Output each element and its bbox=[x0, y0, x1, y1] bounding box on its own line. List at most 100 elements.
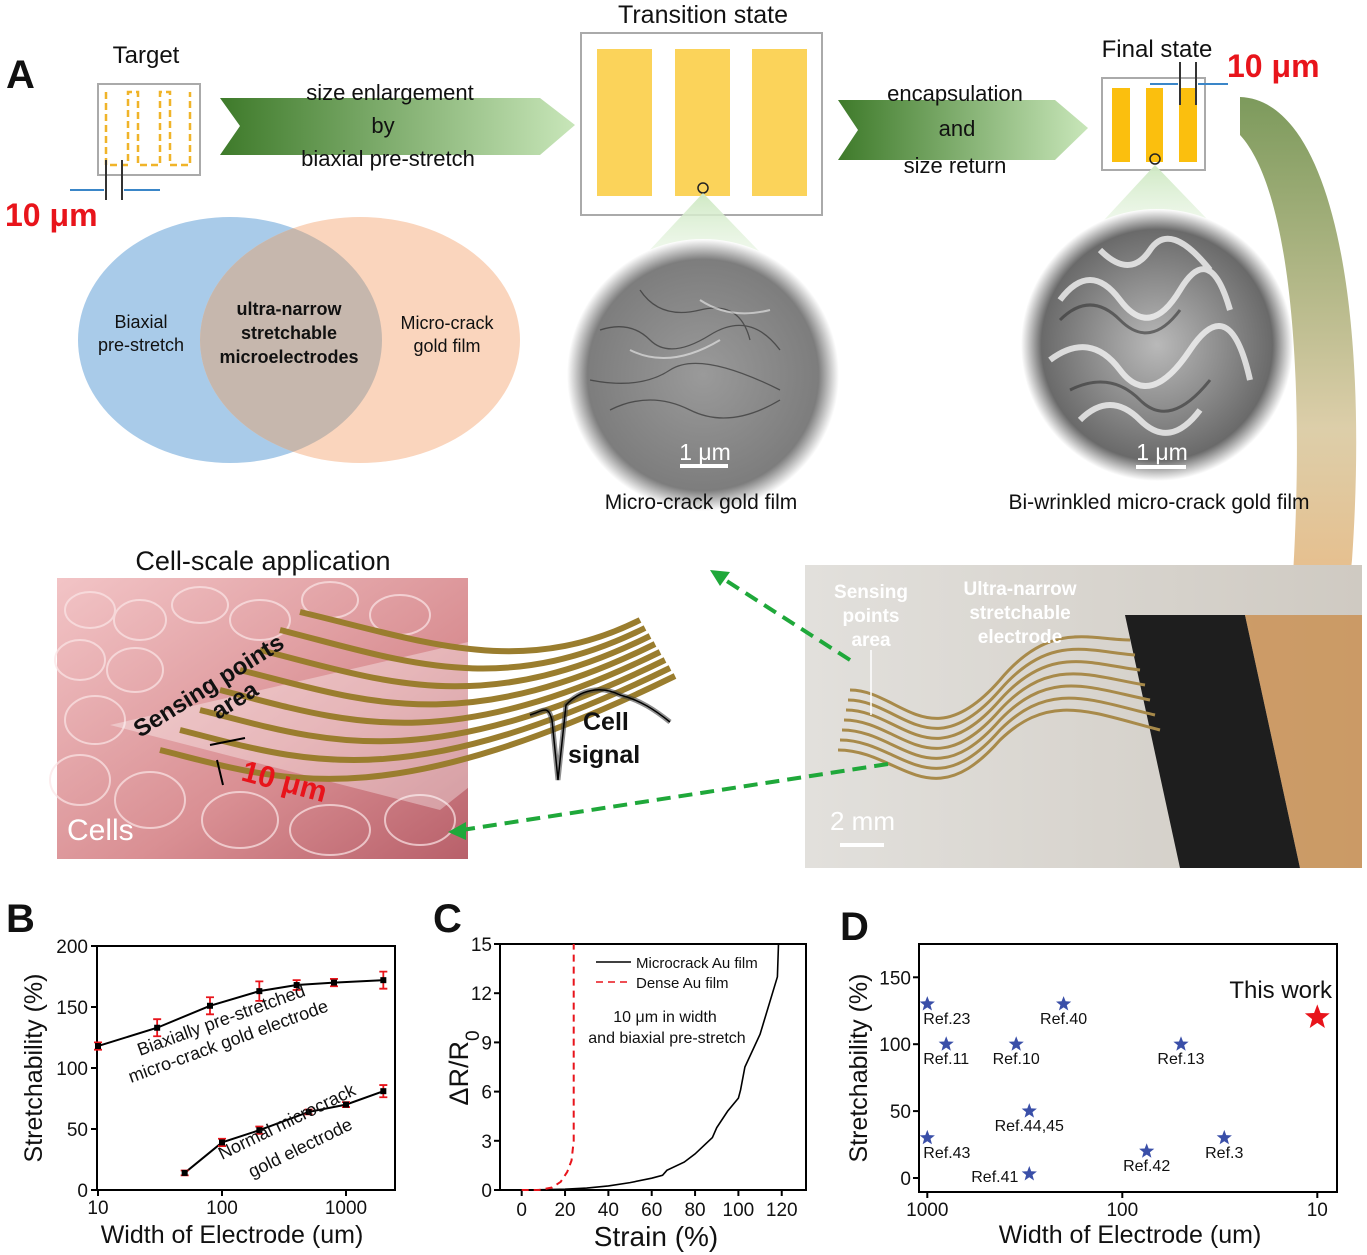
panel-label-d: D bbox=[840, 905, 869, 949]
y-tick-label: 12 bbox=[471, 984, 492, 1005]
cell-signal-label: Cell bbox=[583, 708, 629, 736]
cell-signal-label: signal bbox=[568, 741, 640, 769]
x-tick-label: 0 bbox=[516, 1200, 527, 1221]
cell-illustration bbox=[49, 575, 700, 859]
data-point bbox=[293, 982, 300, 989]
photo-electrode-label: Ultra-narrow bbox=[964, 579, 1077, 600]
x-tick-label: 100 bbox=[206, 1198, 238, 1219]
arrow2-text: encapsulation bbox=[887, 81, 1023, 106]
target-label: Target bbox=[113, 42, 180, 69]
sem1-caption: Micro-crack gold film bbox=[605, 491, 798, 514]
point-label: Ref.10 bbox=[993, 1051, 1040, 1068]
series-line bbox=[521, 943, 780, 1191]
sem-image-wrinkled bbox=[1021, 209, 1293, 481]
arrow-head-icon bbox=[448, 822, 466, 840]
data-point-star bbox=[1021, 1103, 1037, 1118]
y-tick-label: 150 bbox=[879, 968, 911, 989]
target-electrode-diagram bbox=[70, 83, 201, 200]
x-tick-label: 100 bbox=[1106, 1200, 1138, 1221]
plot-frame bbox=[918, 943, 1338, 1193]
data-point-star bbox=[1216, 1129, 1232, 1145]
photo-scale-label: 2 mm bbox=[830, 806, 895, 836]
arrow2-text: size return bbox=[904, 153, 1007, 178]
x-axis-label: Width of Electrode (um) bbox=[101, 1221, 364, 1249]
target-width-label: 10 μm bbox=[5, 197, 98, 233]
y-tick-label: 100 bbox=[879, 1035, 911, 1056]
sem2-caption: Bi-wrinkled micro-crack gold film bbox=[1008, 491, 1309, 514]
y-tick-label: 100 bbox=[56, 1059, 88, 1080]
y-tick-label: 200 bbox=[56, 937, 88, 958]
arrow2-text: and bbox=[939, 116, 976, 141]
y-tick-label: 0 bbox=[77, 1181, 88, 1202]
photo-sensing-label: points bbox=[843, 606, 900, 627]
point-label: Ref.44,45 bbox=[995, 1118, 1064, 1135]
arrow-encapsulation bbox=[838, 100, 1088, 160]
x-tick-label: 60 bbox=[641, 1200, 662, 1221]
x-tick-label: 40 bbox=[598, 1200, 619, 1221]
y-tick-label: 3 bbox=[481, 1132, 492, 1153]
data-point-star bbox=[1021, 1166, 1037, 1181]
sem1-scale-label: 1 μm bbox=[679, 439, 731, 465]
x-tick-label: 80 bbox=[684, 1200, 705, 1221]
transition-electrode-diagram bbox=[580, 32, 823, 216]
highlight-label: This work bbox=[1229, 977, 1333, 1004]
x-tick-label: 120 bbox=[766, 1200, 798, 1221]
venn-center-text: ultra-narrow bbox=[236, 299, 342, 319]
y-axis-label: Stretchability (%) bbox=[845, 974, 873, 1163]
point-label: Ref.3 bbox=[1205, 1145, 1243, 1162]
point-label: Ref.42 bbox=[1123, 1158, 1170, 1175]
final-electrode-diagram bbox=[1101, 62, 1228, 171]
arrow-enlargement bbox=[220, 98, 575, 155]
transition-label: Transition state bbox=[618, 1, 788, 29]
x-axis-label: Strain (%) bbox=[594, 1221, 718, 1252]
x-tick-label: 20 bbox=[554, 1200, 575, 1221]
arrow-head-icon bbox=[710, 570, 730, 586]
data-point-star bbox=[1008, 1036, 1024, 1051]
venn-right-text: gold film bbox=[413, 336, 480, 356]
point-label: Ref.11 bbox=[923, 1051, 969, 1068]
annotation: and biaxial pre-stretch bbox=[588, 1030, 745, 1047]
series-line bbox=[184, 1090, 384, 1174]
venn-center-text: microelectrodes bbox=[219, 347, 358, 367]
photo-sensing-label: area bbox=[851, 630, 891, 651]
y-tick-label: 0 bbox=[481, 1181, 492, 1202]
final-width-label: 10 μm bbox=[1227, 48, 1320, 84]
data-point-star bbox=[1056, 996, 1072, 1011]
data-point bbox=[256, 1127, 263, 1134]
data-point-star bbox=[1173, 1036, 1189, 1051]
y-tick-label: 50 bbox=[67, 1120, 88, 1141]
y-tick-label: 0 bbox=[900, 1169, 911, 1190]
y-tick-label: 50 bbox=[890, 1102, 911, 1123]
x-tick-label: 10 bbox=[1307, 1200, 1328, 1221]
x-tick-label: 10 bbox=[87, 1198, 108, 1219]
y-axis-label: ΔR/R0 bbox=[444, 1030, 484, 1105]
plot-frame bbox=[499, 943, 807, 1191]
panel-label-c: C bbox=[433, 897, 462, 941]
point-label: Ref.41 bbox=[971, 1169, 1018, 1186]
venn-left-text: pre-stretch bbox=[98, 335, 184, 355]
venn-left-text: Biaxial bbox=[114, 312, 167, 332]
legend-label: Dense Au film bbox=[636, 975, 729, 992]
cells-label: Cells bbox=[67, 814, 134, 847]
data-point bbox=[206, 1002, 213, 1009]
final-label: Final state bbox=[1102, 36, 1213, 63]
y-tick-label: 15 bbox=[471, 935, 492, 956]
highlight-star bbox=[1304, 1004, 1330, 1028]
venn-center-text: stretchable bbox=[241, 323, 337, 343]
data-point-star bbox=[919, 996, 935, 1011]
y-tick-label: 150 bbox=[56, 998, 88, 1019]
point-label: Ref.13 bbox=[1157, 1051, 1204, 1068]
point-label: Ref.40 bbox=[1040, 1011, 1087, 1028]
panel-label-a: A bbox=[6, 53, 35, 97]
y-axis-label: Stretchability (%) bbox=[20, 974, 48, 1163]
series-line bbox=[521, 944, 575, 1191]
venn-diagram bbox=[78, 217, 520, 463]
dashed-arrows bbox=[461, 576, 889, 832]
cell-signal-waveform bbox=[529, 687, 672, 781]
data-point bbox=[305, 1108, 312, 1115]
sem2-scale-label: 1 μm bbox=[1136, 439, 1188, 465]
data-point bbox=[219, 1139, 225, 1146]
